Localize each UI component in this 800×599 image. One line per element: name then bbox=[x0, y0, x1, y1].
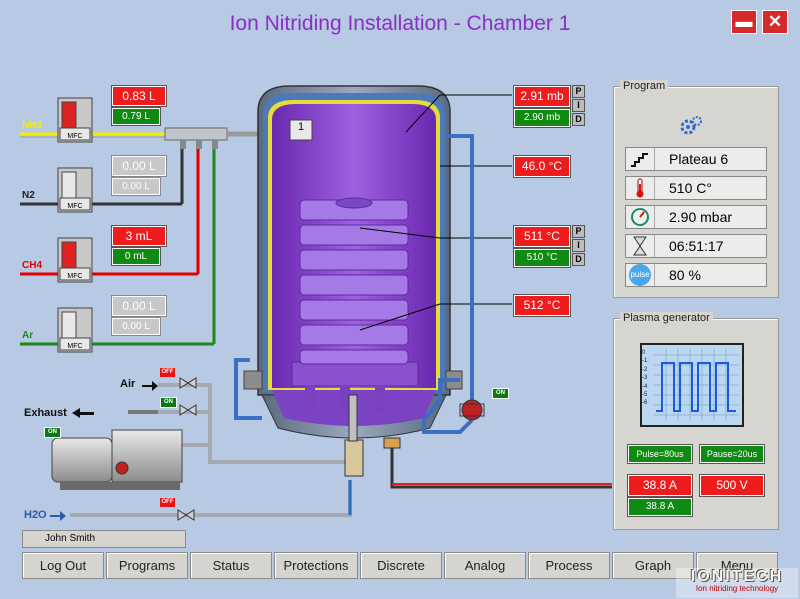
program-pulse: 80 % bbox=[669, 267, 701, 283]
program-row-pulse: pulse 80 % bbox=[625, 263, 767, 287]
page-title: Ion Nitriding Installation - Chamber 1 bbox=[229, 12, 571, 35]
pid-p-button-temp[interactable]: P bbox=[572, 225, 585, 238]
gear-icon[interactable] bbox=[678, 113, 704, 139]
h2o-valve-state[interactable]: OFF bbox=[160, 498, 175, 507]
ar-setpoint[interactable]: 0.00 L bbox=[111, 295, 167, 317]
ar-actual: 0.00 L bbox=[111, 317, 161, 336]
thermometer-icon bbox=[626, 177, 655, 199]
svg-text:MFC: MFC bbox=[67, 133, 82, 140]
pid-p-button[interactable]: P bbox=[572, 85, 585, 98]
program-row-temperature: 510 C° bbox=[625, 176, 767, 200]
program-time: 06:51:17 bbox=[669, 238, 724, 254]
user-name: John Smith bbox=[22, 530, 186, 548]
load-temperature-2: 512 °C bbox=[513, 294, 571, 317]
pid-d-button-temp[interactable]: D bbox=[572, 253, 585, 266]
gear-load bbox=[299, 197, 409, 365]
nh3-setpoint[interactable]: 0.83 L bbox=[111, 85, 167, 107]
pressure-setpoint[interactable]: 2.91 mb bbox=[513, 85, 571, 108]
scope-tick-labels: 0-1-2-3-4-5-6 bbox=[642, 350, 648, 407]
vacuum-pump bbox=[51, 410, 183, 490]
gas-label-ch4: CH4 bbox=[22, 260, 43, 271]
logo: IONITECH Ion nitriding technology bbox=[676, 568, 798, 598]
close-button[interactable]: ✕ bbox=[762, 10, 788, 34]
program-row-time: 06:51:17 bbox=[625, 234, 767, 258]
current-setpoint[interactable]: 38.8 A bbox=[627, 474, 693, 497]
valves bbox=[177, 377, 197, 521]
programs-button[interactable]: Programs bbox=[106, 552, 188, 579]
pid-i-button-temp[interactable]: I bbox=[572, 239, 585, 252]
log-out-button[interactable]: Log Out bbox=[22, 552, 104, 579]
pause-time[interactable]: Pause=20us bbox=[699, 444, 765, 464]
n2-setpoint[interactable]: 0.00 L bbox=[111, 155, 167, 177]
program-temperature: 510 C° bbox=[669, 180, 712, 196]
program-pressure: 2.90 mbar bbox=[669, 209, 733, 225]
load-temp-setpoint[interactable]: 511 °C bbox=[513, 225, 571, 248]
wall-temperature: 46.0 °C bbox=[513, 155, 571, 178]
program-row-pressure: 2.90 mbar bbox=[625, 205, 767, 229]
gas-label-ar: Ar bbox=[22, 330, 34, 341]
air-valve-state[interactable]: OFF bbox=[160, 368, 175, 377]
load-temp-actual: 510 °C bbox=[513, 248, 571, 268]
svg-text:MFC: MFC bbox=[67, 343, 82, 350]
circulation-pump-state[interactable]: ON bbox=[492, 388, 509, 399]
analog-button[interactable]: Analog bbox=[444, 552, 526, 579]
n2-actual: 0.00 L bbox=[111, 177, 161, 196]
program-row-step: Plateau 6 bbox=[625, 147, 767, 171]
status-button[interactable]: Status bbox=[190, 552, 272, 579]
svg-text:MFC: MFC bbox=[67, 273, 82, 280]
vacuum-pump-state[interactable]: ON bbox=[44, 427, 61, 438]
nh3-actual: 0.79 L bbox=[111, 107, 161, 126]
ch4-actual: 0 mL bbox=[111, 247, 161, 266]
ch4-setpoint[interactable]: 3 mL bbox=[111, 225, 167, 247]
process-button[interactable]: Process bbox=[528, 552, 610, 579]
discrete-button[interactable]: Discrete bbox=[360, 552, 442, 579]
exhaust-label: Exhaust bbox=[24, 407, 67, 419]
pressure-actual: 2.90 mb bbox=[513, 108, 571, 128]
oscilloscope-display bbox=[640, 343, 744, 427]
gas-lines bbox=[20, 127, 262, 346]
pid-i-button[interactable]: I bbox=[572, 99, 585, 112]
protections-button[interactable]: Protections bbox=[274, 552, 358, 579]
h2o-label: H2O bbox=[24, 509, 47, 521]
current-actual: 38.8 A bbox=[627, 497, 693, 517]
voltage-readout: 500 V bbox=[699, 474, 765, 497]
pid-d-button[interactable]: D bbox=[572, 113, 585, 126]
gauge-icon bbox=[626, 206, 655, 228]
gas-label-nh3: NH3 bbox=[22, 120, 43, 131]
minimize-button[interactable]: ▬ bbox=[731, 10, 757, 34]
mfc-units: MFC MFC MFC MFC bbox=[57, 97, 93, 353]
hourglass-icon bbox=[626, 235, 655, 257]
program-panel-title: Program bbox=[620, 80, 669, 92]
menu-button[interactable]: Menu bbox=[696, 552, 778, 579]
gas-label-n2: N2 bbox=[22, 190, 35, 201]
exhaust-valve-state[interactable]: ON bbox=[160, 397, 177, 408]
air-label: Air bbox=[120, 378, 136, 390]
circulation-pump bbox=[459, 399, 485, 421]
graph-button[interactable]: Graph bbox=[612, 552, 694, 579]
program-step: Plateau 6 bbox=[669, 151, 729, 167]
chamber-number: 1 bbox=[297, 121, 305, 133]
pulse-icon: pulse bbox=[626, 264, 655, 286]
stairs-icon bbox=[626, 148, 655, 170]
cooling-circuit bbox=[234, 134, 474, 434]
svg-text:MFC: MFC bbox=[67, 203, 82, 210]
pulse-time[interactable]: Pulse=80us bbox=[627, 444, 693, 464]
plasma-panel-title: Plasma generator bbox=[620, 312, 713, 324]
